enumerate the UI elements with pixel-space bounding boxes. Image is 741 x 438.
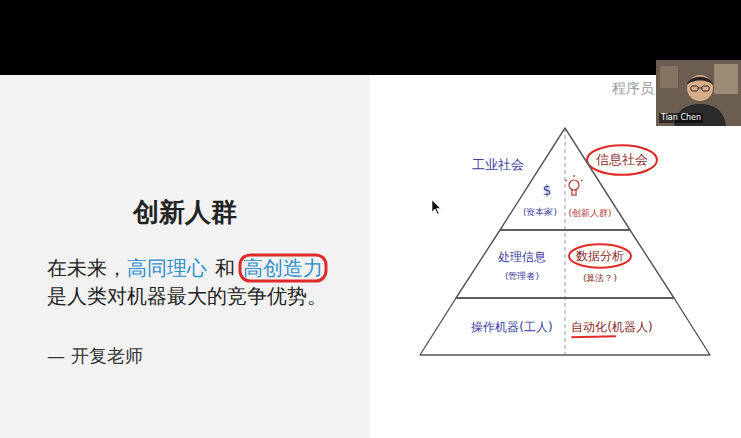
tier-label: 处理信息 — [498, 250, 546, 264]
tier-outline — [456, 230, 674, 298]
dollar-sign: $ — [543, 182, 552, 199]
slide-panel: 在未来，高同理心和高创造力是人类对机器最大的竞争优势。 创新人群 — 开复老师 — [0, 75, 370, 438]
tier-outline — [420, 298, 710, 355]
mouse-cursor — [432, 200, 441, 214]
pyramid-tier: 处理信息 (管理者) 数据分析 (算法？) — [456, 230, 674, 298]
tier-label: 数据分析 — [576, 249, 624, 263]
participant-name: Tian Chen — [659, 113, 703, 123]
pyramid-tier: 操作机器(工人) 自动化(机器人) — [420, 298, 710, 355]
lightbulb-icon — [566, 175, 583, 195]
slide-title: 创新人群 — [0, 197, 370, 228]
society-label: 工业社会 — [472, 157, 524, 173]
society-label: 信息社会 — [596, 152, 648, 168]
tier-label: 自动化(机器人) — [571, 320, 652, 334]
body-paragraph: 在未来，高同理心和高创造力是人类对机器最大的竞争优势。 — [47, 254, 329, 310]
tier-note: (管理者) — [505, 271, 539, 282]
body-text: 在未来， — [47, 256, 127, 280]
tier-note: (算法？) — [583, 273, 617, 284]
pyramid-tier: $ (资本家) (创新人群) — [500, 128, 630, 230]
highlight-text: 高创造力 — [243, 256, 323, 280]
red-circle-mark — [587, 145, 657, 175]
body-text: 是人类对机器最大的竞争优势。 — [47, 284, 327, 308]
webcam-picture — [656, 60, 741, 126]
overlay-text: 程序员 — [612, 80, 654, 97]
tier-label: 操作机器(工人) — [471, 320, 552, 334]
body-text: 和 — [215, 256, 235, 280]
webcam-tile: Tian Chen — [656, 60, 741, 126]
highlight-text: 高同理心 — [127, 256, 207, 280]
divider-line — [565, 128, 566, 355]
attribution: — 开复老师 — [47, 345, 143, 367]
tier-note: (创新人群) — [568, 208, 611, 219]
red-circle-mark — [569, 244, 631, 267]
red-underline-mark — [571, 336, 616, 337]
tier-note: (资本家) — [523, 207, 557, 218]
top-bar — [0, 0, 741, 75]
